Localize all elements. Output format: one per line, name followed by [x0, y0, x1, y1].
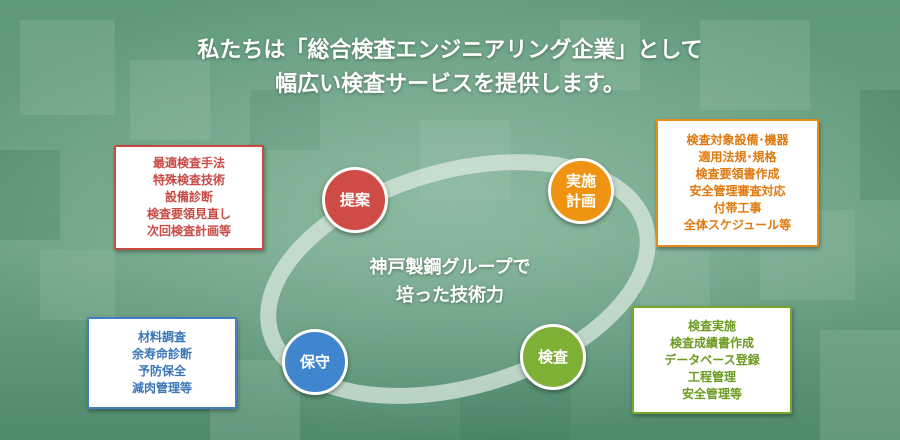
maintenance-node-label: 保守 [299, 353, 330, 371]
inspection-item: 工程管理 [687, 369, 736, 384]
proposal-item: 最適検査手法 [152, 156, 225, 170]
proposal-item: 特殊検査技術 [152, 173, 225, 187]
proposal-detail-box: 最適検査手法 特殊検査技術 設備診断 検査要領見直し 次回検査計画等 [114, 145, 264, 250]
implementation-plan-node: 実施 計画 [548, 158, 614, 224]
headline-line-1: 私たちは「総合検査エンジニアリング企業」として [197, 38, 703, 63]
inspection-item: データベース登録 [664, 352, 760, 367]
maintenance-detail-box: 材料調査 余寿命診断 予防保全 減肉管理等 [87, 317, 237, 409]
maintenance-item: 材料調査 [137, 330, 186, 344]
maintenance-node: 保守 [282, 329, 348, 395]
proposal-item: 次回検査計画等 [146, 224, 231, 238]
maintenance-item: 減肉管理等 [131, 381, 192, 395]
inspection-node-label: 検査 [537, 348, 568, 366]
inspection-node: 検査 [520, 324, 586, 390]
center-label: 神戸製鋼グループで 培った技術力 [330, 254, 570, 310]
implementation-plan-item: 全体スケジュール等 [683, 218, 792, 232]
proposal-node: 提案 [322, 167, 388, 233]
headline-line-2: 幅広い検査サービスを提供します。 [275, 72, 625, 97]
implementation-plan-node-label-1: 実施 [565, 172, 596, 190]
center-label-line-2: 培った技術力 [396, 285, 504, 306]
implementation-plan-item: 安全管理審査対応 [689, 184, 786, 198]
implementation-plan-item: 付帯工事 [713, 201, 762, 215]
center-label-line-1: 神戸製鋼グループで [369, 257, 531, 278]
inspection-item: 検査実施 [687, 318, 736, 333]
cycle-ring [260, 154, 656, 404]
proposal-item: 検査要領見直し [146, 207, 231, 221]
implementation-plan-item: 検査要領書作成 [695, 167, 780, 181]
implementation-plan-item: 適用法規･規格 [698, 150, 777, 164]
inspection-detail-box: 検査実施 検査成績書作成 データベース登録 工程管理 安全管理等 [632, 306, 792, 414]
proposal-item: 設備診断 [164, 190, 213, 204]
headline: 私たちは「総合検査エンジニアリング企業」として 幅広い検査サービスを提供します。 [0, 34, 900, 102]
proposal-node-label: 提案 [339, 191, 370, 209]
inspection-item: 検査成績書作成 [669, 335, 754, 350]
inspection-item: 安全管理等 [681, 386, 742, 401]
implementation-plan-node-label-2: 計画 [565, 192, 596, 210]
implementation-plan-detail-box: 検査対象設備･機器 適用法規･規格 検査要領書作成 安全管理審査対応 付帯工事 … [656, 119, 819, 247]
implementation-plan-item: 検査対象設備･機器 [686, 133, 789, 147]
maintenance-item: 予防保全 [137, 364, 186, 378]
maintenance-item: 余寿命診断 [131, 347, 192, 361]
